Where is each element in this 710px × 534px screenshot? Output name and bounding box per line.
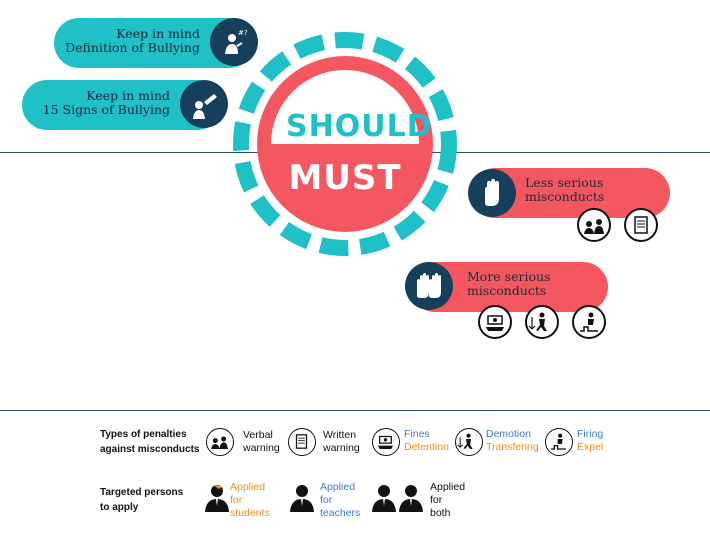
fines-line1: Fines [404,428,430,440]
svg-text:#?: #? [238,29,248,37]
fines-legend-icon [372,428,400,456]
should-must-ring [233,32,457,256]
teachers-line3: teachers [320,507,361,519]
bottom-divider [0,410,710,411]
two-hands-stop-icon [405,262,453,310]
written-warning-legend-icon [288,428,316,456]
targets-label-line2: to apply [100,502,139,513]
students-line3: students [230,507,270,519]
reminder-signs-line2: 15 Signs of Bullying [42,102,170,117]
teacher-icon [290,485,314,512]
both-icon [372,485,423,512]
hand-stop-icon [468,169,516,217]
verbal-warning-legend-icon [206,428,234,456]
both-line1: Applied [430,481,466,493]
penalties-label-line1: Types of penalties [100,429,187,440]
firing-line2: Expel [577,441,604,453]
fines-icon [478,305,512,339]
must-label: MUST [288,158,402,198]
written-line2: warning [323,442,360,454]
demotion-legend-icon [455,428,483,456]
reminder-definition-line1: Keep in mind [116,26,200,41]
verbal-warning-icon [577,208,611,242]
bullying-definition-icon: #? [210,18,258,66]
demotion-line2: Transfering [486,441,539,453]
students-line2: for [230,494,243,506]
less-serious-line2: misconducts [525,189,605,204]
penalties-label-line2: against misconducts [100,444,200,455]
firing-line1: Firing [577,428,604,440]
should-label: SHOULD [286,109,433,144]
reminder-definition-line2: Definition of Bullying [65,40,200,55]
student-icon [205,485,229,512]
verbal-line1: Verbal [243,429,273,441]
less-serious-line1: Less serious [525,175,604,190]
reminder-signs-line1: Keep in mind [86,88,170,103]
written-warning-icon [624,208,658,242]
verbal-line2: warning [243,442,280,454]
demotion-icon [525,305,559,339]
more-serious-line2: misconducts [467,283,547,298]
firing-icon [572,305,606,339]
demotion-line1: Demotion [486,428,531,440]
fines-line2: Detention [404,441,449,453]
targets-label-line1: Targeted persons [100,487,184,498]
students-line1: Applied [230,481,266,493]
written-line1: Written [323,429,357,441]
teachers-line1: Applied [320,481,356,493]
both-line3: both [430,507,451,519]
both-line2: for [430,494,443,506]
bullying-signs-icon [180,80,228,128]
firing-legend-icon [545,428,573,456]
teachers-line2: for [320,494,333,506]
more-serious-line1: More serious [467,269,551,284]
